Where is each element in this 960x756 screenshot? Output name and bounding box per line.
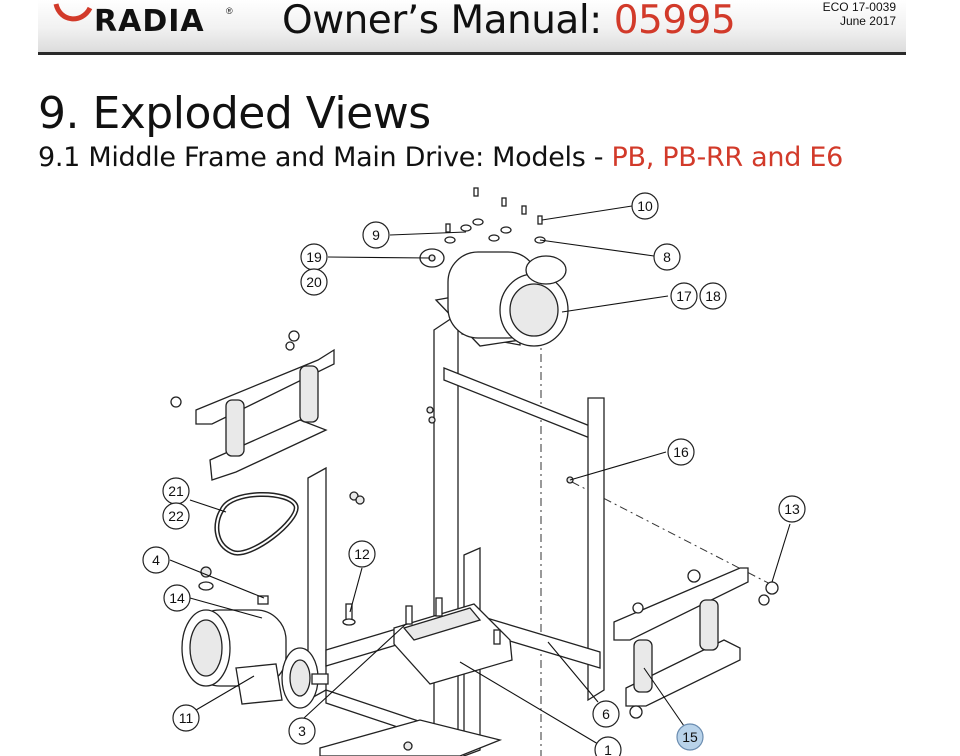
callout-14[interactable]: 14 bbox=[163, 584, 191, 612]
brand-logo: RADIA bbox=[94, 4, 205, 39]
svg-text:15: 15 bbox=[682, 729, 698, 745]
svg-text:10: 10 bbox=[637, 198, 653, 214]
callout-21[interactable]: 21 bbox=[162, 477, 190, 505]
callout-16[interactable]: 16 bbox=[667, 438, 695, 466]
revision-date: June 2017 bbox=[839, 14, 896, 28]
callout-6[interactable]: 6 bbox=[592, 700, 620, 728]
callout-9[interactable]: 9 bbox=[362, 221, 390, 249]
svg-text:4: 4 bbox=[152, 552, 160, 568]
top-bolts bbox=[444, 187, 546, 244]
svg-text:1: 1 bbox=[604, 742, 612, 756]
svg-text:16: 16 bbox=[673, 444, 689, 460]
callout-20[interactable]: 20 bbox=[300, 268, 328, 296]
svg-text:17: 17 bbox=[676, 288, 692, 304]
svg-text:19: 19 bbox=[306, 249, 322, 265]
page-header: RADIA ® Owner’s Manual: 05995 ECO 17-003… bbox=[38, 0, 906, 55]
svg-text:13: 13 bbox=[784, 501, 800, 517]
leader-lines bbox=[169, 205, 791, 745]
svg-text:11: 11 bbox=[179, 710, 194, 726]
callout-18[interactable]: 18 bbox=[699, 282, 727, 310]
svg-text:6: 6 bbox=[602, 706, 610, 722]
svg-text:3: 3 bbox=[298, 723, 306, 739]
svg-text:9: 9 bbox=[372, 227, 380, 243]
callout-10[interactable]: 10 bbox=[631, 192, 659, 220]
left-suspension-assembly bbox=[170, 330, 335, 481]
manual-title: Owner’s Manual: 05995 bbox=[282, 0, 736, 43]
callout-22[interactable]: 22 bbox=[162, 502, 190, 530]
eco-number: ECO 17-0039 bbox=[822, 0, 896, 14]
section-title: 9. Exploded Views bbox=[38, 88, 431, 139]
callout-8[interactable]: 8 bbox=[653, 243, 681, 271]
right-suspension-assembly bbox=[613, 567, 779, 719]
svg-text:22: 22 bbox=[168, 508, 184, 524]
section-subtitle: 9.1 Middle Frame and Main Drive: Models … bbox=[38, 142, 843, 173]
manual-number: 05995 bbox=[613, 0, 736, 43]
svg-text:18: 18 bbox=[705, 288, 721, 304]
callout-12[interactable]: 12 bbox=[348, 540, 376, 568]
revision-info: ECO 17-0039 June 2017 bbox=[823, 0, 896, 28]
drive-belt bbox=[214, 492, 299, 556]
manual-label: Owner’s Manual: bbox=[282, 0, 614, 43]
callout-4[interactable]: 4 bbox=[142, 546, 170, 574]
callout-3[interactable]: 3 bbox=[288, 717, 316, 745]
subtitle-prefix: 9.1 Middle Frame and Main Drive: Models … bbox=[38, 142, 612, 173]
callout-19[interactable]: 19 bbox=[300, 243, 328, 271]
registered-mark-icon: ® bbox=[226, 6, 233, 16]
svg-text:12: 12 bbox=[354, 546, 370, 562]
callout-15[interactable]: 15 bbox=[676, 723, 704, 751]
callout-1[interactable]: 1 bbox=[594, 736, 622, 756]
callout-11[interactable]: 11 bbox=[172, 704, 200, 732]
svg-text:20: 20 bbox=[306, 274, 322, 290]
svg-text:8: 8 bbox=[663, 249, 671, 265]
floor-brackets bbox=[319, 597, 513, 756]
main-drive-motor bbox=[181, 609, 329, 709]
callout-13[interactable]: 13 bbox=[778, 495, 806, 523]
subtitle-models: PB, PB-RR and E6 bbox=[611, 142, 844, 173]
radia-logo-swoosh-icon bbox=[53, 3, 93, 22]
svg-text:21: 21 bbox=[168, 483, 184, 499]
drive-motor bbox=[419, 248, 569, 347]
svg-text:14: 14 bbox=[169, 590, 185, 606]
callout-17[interactable]: 17 bbox=[670, 282, 698, 310]
